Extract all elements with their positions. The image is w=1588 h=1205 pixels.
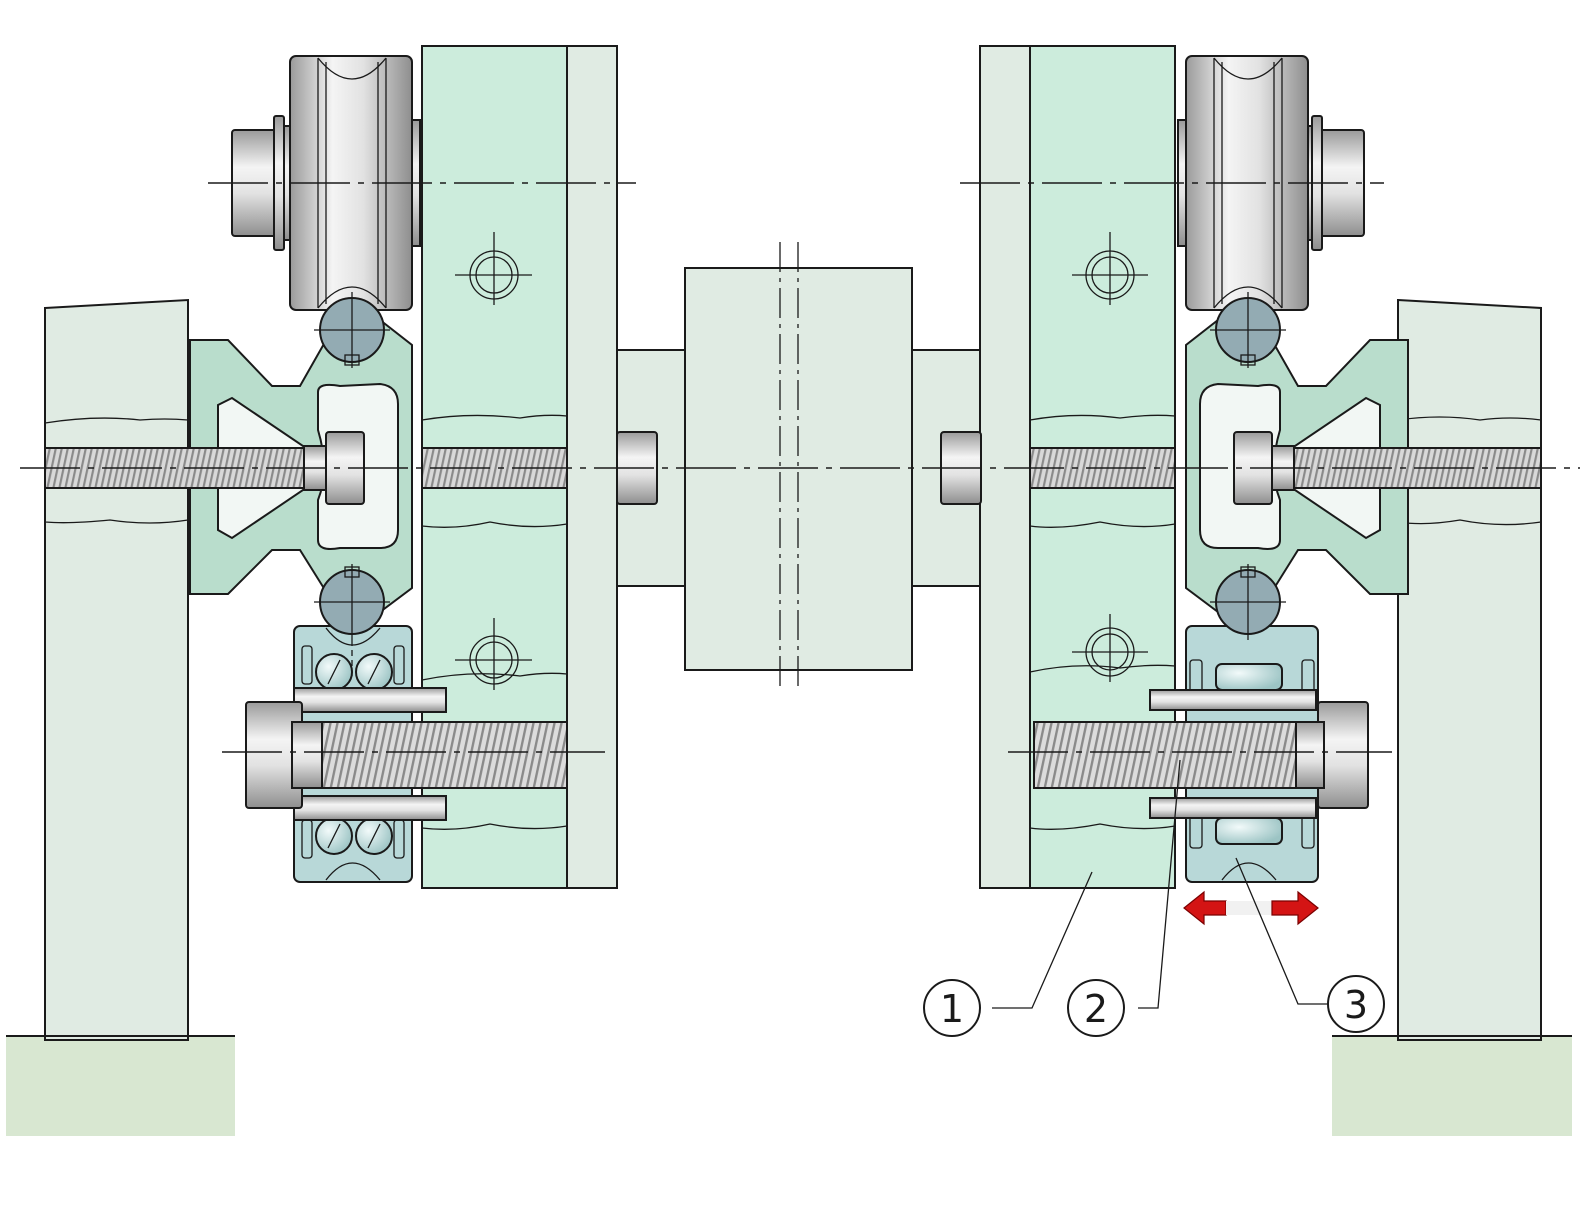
callout-leaders bbox=[992, 759, 1330, 1009]
right-back-plate bbox=[979, 45, 1031, 889]
left-base bbox=[6, 1036, 235, 1136]
callout-2: 2 bbox=[1067, 979, 1125, 1037]
needle-roller bbox=[1215, 663, 1283, 691]
left-lower-screw-shaft bbox=[245, 687, 568, 821]
double-arrow-horizontal-icon bbox=[1183, 890, 1319, 926]
callout-2-label: 2 bbox=[1084, 987, 1108, 1031]
left-back-plate bbox=[566, 45, 618, 889]
callout-1: 1 bbox=[923, 979, 981, 1037]
callout-3: 3 bbox=[1327, 975, 1385, 1033]
center-lines bbox=[20, 182, 1580, 753]
callout-1-label: 1 bbox=[940, 987, 964, 1031]
right-upper-threaded-rod bbox=[1029, 431, 1542, 505]
right-base bbox=[1332, 1036, 1572, 1136]
needle-roller bbox=[1215, 817, 1283, 845]
left-top-guide-roller bbox=[231, 55, 421, 311]
right-lower-screw-shaft bbox=[1033, 689, 1369, 819]
central-hub bbox=[616, 242, 982, 692]
callout-3-label: 3 bbox=[1344, 983, 1368, 1027]
